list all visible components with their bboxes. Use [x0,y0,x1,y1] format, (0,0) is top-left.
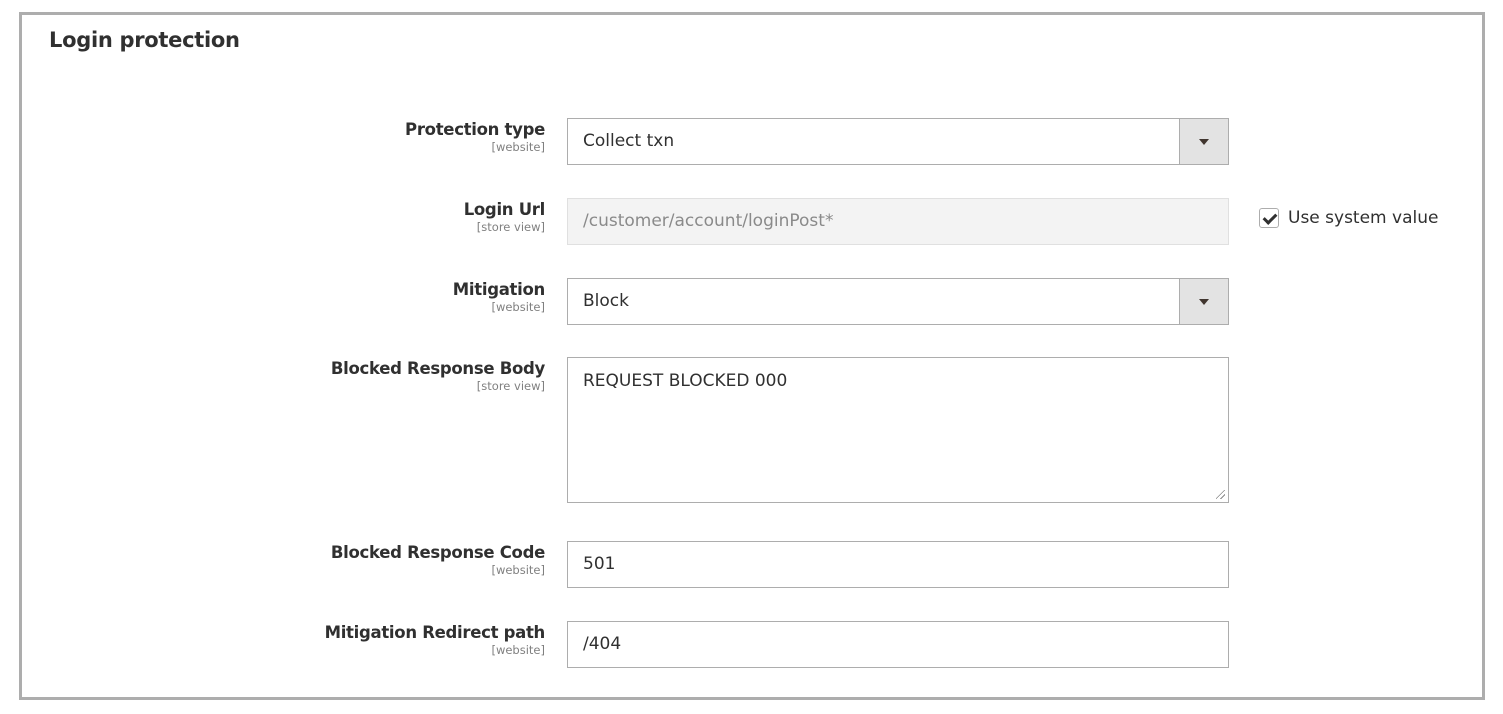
field-label: Login Url [463,200,546,219]
checkbox-label: Use system value [1288,208,1439,228]
login-protection-panel [19,12,1485,700]
mitigation-redirect-path-input[interactable]: /404 [567,621,1229,668]
login-url-input[interactable]: /customer/account/loginPost* [567,198,1229,245]
textarea-value: REQUEST BLOCKED 000 [583,371,788,391]
blocked-response-body-textarea[interactable]: REQUEST BLOCKED 000 [567,357,1229,503]
protection-type-select[interactable]: Collect txn [567,118,1229,165]
field-scope: [website] [491,300,545,314]
field-scope: [website] [491,140,545,154]
field-scope: [store view] [476,379,545,393]
field-label: Blocked Response Body [330,359,545,378]
use-system-value-checkbox[interactable]: Use system value [1259,208,1438,228]
selected-value: Collect txn [583,131,675,151]
resize-handle-icon[interactable] [1216,490,1225,499]
mitigation-select[interactable]: Block [567,278,1229,325]
field-scope: [website] [491,563,545,577]
selected-value: Block [583,291,629,311]
checkmark-icon[interactable] [1259,208,1279,228]
blocked-response-code-input[interactable]: 501 [567,541,1229,588]
field-label: Blocked Response Code [330,543,545,562]
field-label: Mitigation [452,280,546,299]
chevron-down-icon[interactable] [1179,279,1228,324]
field-label: Protection type [405,120,545,139]
field-scope: [store view] [476,220,545,234]
chevron-down-icon[interactable] [1179,119,1228,164]
field-label: Mitigation Redirect path [324,623,546,642]
section-title: Login protection [49,28,240,52]
field-scope: [website] [491,643,545,657]
